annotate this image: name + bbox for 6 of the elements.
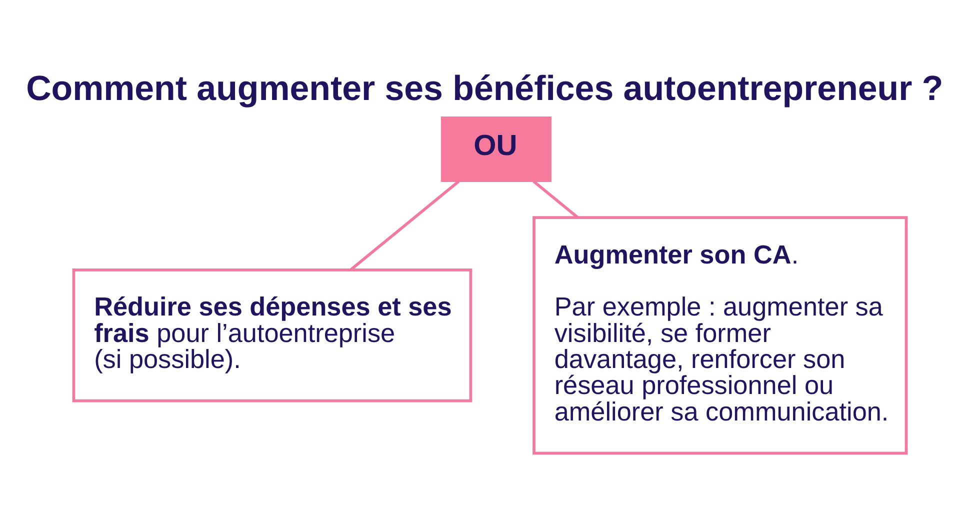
- node-box: OU: [440, 116, 552, 182]
- connector: [350, 180, 460, 271]
- connector: [532, 180, 579, 219]
- node-box: Augmenter son CA. Par exemple : augmenter sa visibilité, se former davantage, renforcer son réseau professionnel ou améliorer sa communication.: [532, 216, 908, 455]
- diagram-title: Comment augmenter ses bénéfices autoentrepreneur ?: [26, 69, 944, 108]
- node-box: Réduire ses dépenses et ses frais pour l’autoentreprise (si possible).: [72, 268, 472, 402]
